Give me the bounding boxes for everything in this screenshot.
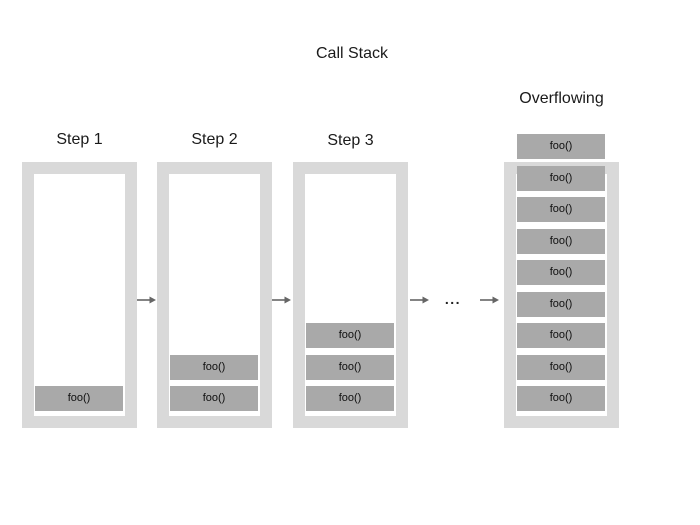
overflowing-label: Overflowing <box>519 90 604 107</box>
stack-container-overflowing: foo() foo() foo() foo() foo() foo() foo() foo()… <box>504 134 619 428</box>
right-arrow-icon <box>480 296 499 304</box>
stack-inner-area <box>34 174 125 416</box>
stack-container-step-1: foo() <box>22 162 137 428</box>
stack-inner-area <box>305 174 396 416</box>
stack-frame: foo() <box>306 323 394 348</box>
step-1-label: Step 1 <box>56 131 103 148</box>
stack-frame: foo() <box>517 260 605 285</box>
right-arrow-icon <box>410 296 429 304</box>
stack-frame: foo() <box>170 354 258 380</box>
continuation-ellipsis: ... <box>444 291 462 307</box>
stack-frame: foo() <box>517 165 605 191</box>
right-arrow-icon <box>137 296 156 304</box>
stack-container-step-2: foo() foo() <box>157 162 272 428</box>
stack-inner-area <box>169 174 260 416</box>
stack-frame: foo() <box>517 291 605 317</box>
stack-frame: foo() <box>35 386 123 411</box>
stack-frame: foo() <box>517 386 605 411</box>
stack-frame: foo() <box>306 354 394 380</box>
stack-frame: foo() <box>306 386 394 411</box>
stack-frame: foo() <box>517 354 605 380</box>
stack-frame: foo() <box>517 228 605 254</box>
right-arrow-icon <box>272 296 291 304</box>
step-3-label: Step 3 <box>327 132 374 149</box>
step-2-label: Step 2 <box>191 131 238 148</box>
diagram-title: Call Stack <box>315 45 389 62</box>
stack-frame: foo() <box>170 386 258 411</box>
stack-container-step-3: foo() foo() foo() <box>293 162 408 428</box>
stack-frame: foo() <box>517 197 605 222</box>
stack-frame: foo() <box>517 323 605 348</box>
stack-frame: foo() <box>517 134 605 159</box>
